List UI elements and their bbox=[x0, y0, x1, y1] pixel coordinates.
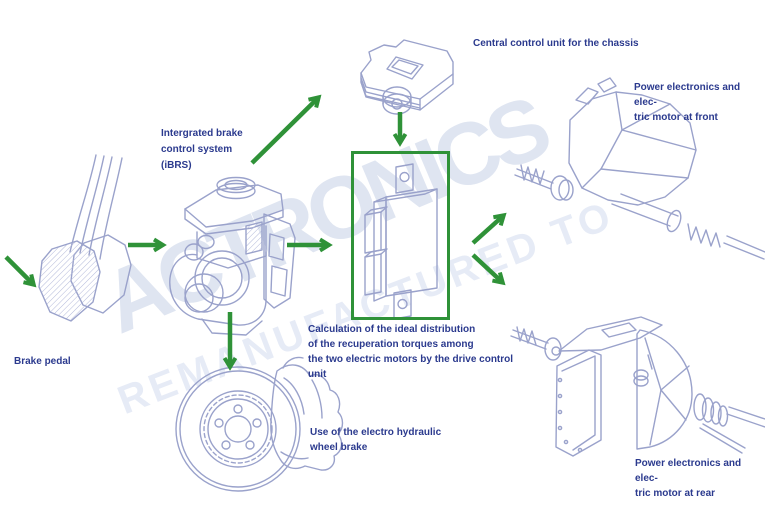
ibrs-drawing bbox=[169, 176, 296, 336]
arrow-dcu-to-rear-motor bbox=[471, 253, 506, 286]
drive-control-unit-highlight-box bbox=[351, 151, 450, 320]
central-control-unit-drawing bbox=[360, 39, 454, 115]
ibrs-label: Intergrated brake control system (iBRS) bbox=[161, 128, 243, 171]
wheel-brake-label: Use of the electro hydraulic wheel brake bbox=[310, 427, 442, 453]
central-control-unit-label: Central control unit for the chassis bbox=[473, 38, 639, 49]
arrow-dcu-to-front-motor bbox=[471, 212, 507, 245]
rear-motor-drawing bbox=[510, 316, 765, 457]
brake-pedal-drawing bbox=[38, 154, 132, 322]
drive-control-unit-label: Calculation of the ideal distribution of… bbox=[308, 324, 514, 380]
front-motor-label: Power electronics and elec- tric motor a… bbox=[634, 82, 741, 123]
front-motor-drawing bbox=[514, 77, 765, 260]
rear-motor-label: Power electronics and elec- tric motor a… bbox=[635, 458, 742, 499]
drive-control-unit-drawing bbox=[364, 163, 438, 320]
brake-pedal-label: Brake pedal bbox=[14, 356, 71, 367]
arrow-ibrs-to-ccu bbox=[250, 94, 322, 165]
arrow-to-brake-pedal bbox=[4, 255, 37, 288]
wheel-brake-drawing bbox=[175, 356, 344, 492]
